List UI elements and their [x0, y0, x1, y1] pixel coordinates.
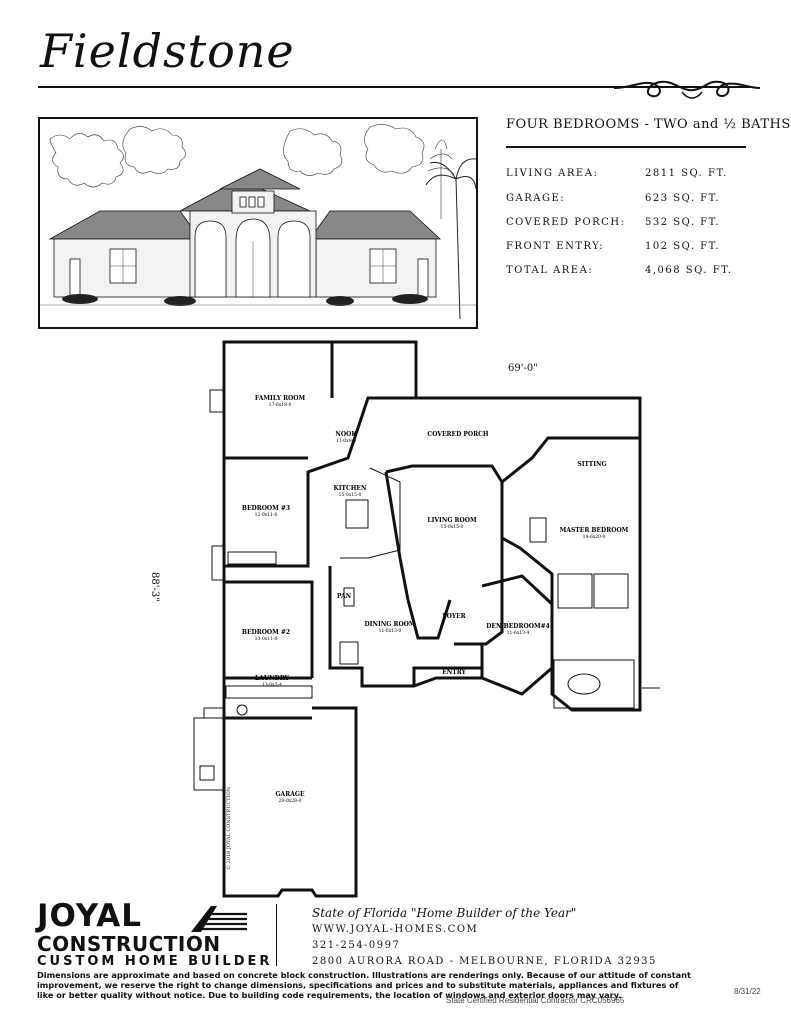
room-dims: 20-0x28-0: [279, 798, 302, 804]
revision-date: 8/31/22: [734, 987, 761, 996]
room-dims: 11-0x9-0: [336, 438, 356, 444]
stat-value: 532 SQ. FT.: [645, 217, 720, 228]
room-label: LIVING ROOM: [427, 517, 477, 524]
plan-title: Fieldstone: [40, 24, 295, 78]
website: WWW.JOYAL-HOMES.COM: [312, 924, 479, 935]
flourish-ornament: [613, 80, 761, 99]
phone-number: 321-254-0997: [312, 940, 401, 951]
room-dims: 11-6x13-0: [379, 628, 402, 634]
room-label: DEN/BEDROOM#4: [486, 623, 550, 630]
overall-depth-dimension: 88'-3": [149, 572, 160, 602]
stat-value: 623 SQ. FT.: [645, 193, 720, 204]
room-label: FAMILY ROOM: [255, 395, 306, 402]
company-logo-name: JOYAL: [37, 898, 143, 934]
stat-value: 2811 SQ. FT.: [645, 168, 728, 179]
floor-plan: FAMILY ROOM 17-6x18-0 NOOK 11-0x9-0 COVE…: [193, 340, 660, 898]
stat-label: LIVING AREA:: [506, 168, 599, 179]
title-rule: [38, 86, 750, 88]
room-label: DINING ROOM: [364, 621, 415, 628]
room-label: COVERED PORCH: [427, 431, 488, 438]
headline-rule: [506, 146, 746, 148]
roof-logo-icon: [191, 906, 247, 932]
room-label: BEDROOM #3: [242, 505, 290, 512]
room-dims: 17-6x18-0: [269, 402, 292, 408]
plan-copyright: © 2018 JOYAL CONSTRUCTION: [226, 786, 232, 870]
room-dims: 15-0x15-0: [441, 524, 464, 530]
room-dims: 15-0x15-0: [339, 492, 362, 498]
bed-bath-headline: FOUR BEDROOMS - TWO and ½ BATHS: [506, 117, 791, 132]
room-label: SITTING: [577, 461, 606, 468]
room-label: GARAGE: [275, 791, 305, 798]
room-label: LAUNDRY: [255, 675, 290, 682]
contractor-certification: State Certified Residential Contractor C…: [446, 996, 625, 1005]
room-label: ENTRY: [442, 669, 466, 676]
room-label: PAN: [337, 593, 352, 600]
stat-label: FRONT ENTRY:: [506, 241, 604, 252]
stat-label: TOTAL AREA:: [506, 265, 594, 276]
award-line: State of Florida "Home Builder of the Ye…: [312, 906, 577, 920]
room-dims: 14-6x20-0: [583, 534, 606, 540]
footer-divider: [276, 904, 277, 966]
front-elevation-image: [38, 117, 478, 329]
room-dims: 13-0x11-0: [255, 636, 278, 642]
stat-value: 102 SQ. FT.: [645, 241, 720, 252]
company-address: 2800 AURORA ROAD - MELBOURNE, FLORIDA 32…: [312, 956, 657, 967]
disclaimer-text: Dimensions are approximate and based on …: [37, 970, 691, 1000]
room-label: KITCHEN: [334, 485, 368, 492]
overall-width-dimension: 69'-0": [508, 363, 538, 374]
room-dims: 13-0x5-4: [262, 682, 282, 688]
room-dims: 11-6x13-4: [507, 630, 530, 636]
room-label: NOOK: [335, 431, 357, 438]
room-label: BEDROOM #2: [242, 629, 290, 636]
room-label: MASTER BEDROOM: [560, 527, 629, 534]
company-logo-construction: CONSTRUCTION: [37, 932, 221, 956]
stat-value: 4,068 SQ. FT.: [645, 265, 733, 276]
room-label: FOYER: [442, 613, 466, 620]
company-tagline: CUSTOM HOME BUILDER: [37, 954, 273, 969]
room-dims: 12-0x11-0: [255, 512, 278, 518]
stat-label: COVERED PORCH:: [506, 217, 626, 228]
stat-label: GARAGE:: [506, 193, 566, 204]
